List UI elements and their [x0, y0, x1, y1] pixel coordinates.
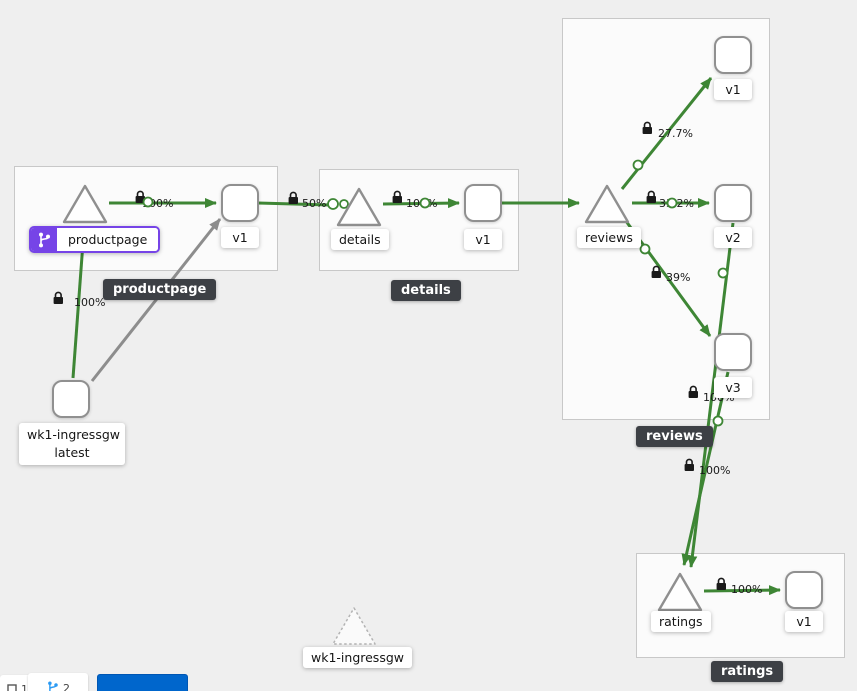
node-sublabel-text: latest — [54, 445, 90, 461]
app-badge-reviews: reviews — [636, 426, 713, 447]
node-label-reviews-v1[interactable]: v1 — [714, 79, 752, 100]
node-label-details-v1[interactable]: v1 — [464, 229, 502, 250]
node-label-ingressgw-idle[interactable]: wk1-ingressgw — [303, 647, 412, 668]
service-node-details[interactable] — [335, 185, 383, 229]
toolbar-count-text: 2 — [63, 681, 70, 691]
node-label-productpage-v1[interactable]: v1 — [221, 227, 259, 248]
versioned-app-icon — [48, 681, 58, 691]
edge-label: 100% — [699, 464, 730, 477]
service-node-ratings[interactable] — [656, 570, 704, 614]
legend-button[interactable] — [97, 674, 188, 691]
mtls-lock-icon — [288, 191, 298, 204]
node-label-details[interactable]: details — [331, 229, 389, 250]
virtual-service-icon — [31, 228, 57, 251]
service-node-ingressgw-idle[interactable] — [330, 604, 378, 648]
toolbar-count-text: 1 — [21, 682, 28, 691]
workload-node-ingressgw[interactable] — [52, 380, 90, 418]
node-label-ratings[interactable]: ratings — [651, 611, 711, 632]
node-label-productpage-selected[interactable]: productpage — [29, 226, 161, 253]
apps-count-icon — [7, 684, 17, 691]
app-badge-ratings: ratings — [711, 661, 784, 682]
node-label-ingressgw[interactable]: wk1-ingressgw latest — [19, 423, 125, 466]
app-badge-details: details — [391, 280, 461, 301]
edge-label: 100% — [74, 296, 105, 309]
node-label-reviews-v3[interactable]: v3 — [714, 377, 752, 398]
mtls-lock-icon — [684, 458, 694, 471]
toolbar-count-apps: 1 — [0, 675, 35, 691]
toolbar-count-versions: 2 — [28, 673, 88, 691]
service-node-reviews[interactable] — [583, 182, 631, 226]
workload-node-details-v1[interactable] — [464, 184, 502, 222]
app-badge-productpage: productpage — [103, 279, 217, 300]
workload-node-ratings-v1[interactable] — [785, 571, 823, 609]
node-label-text: wk1-ingressgw — [27, 427, 120, 442]
mtls-lock-icon — [53, 291, 63, 304]
workload-node-reviews-v3[interactable] — [714, 333, 752, 371]
workload-node-productpage-v1[interactable] — [221, 184, 259, 222]
service-node-productpage[interactable] — [61, 182, 109, 226]
node-label-ratings-v1[interactable]: v1 — [785, 611, 823, 632]
node-label-text: productpage — [57, 228, 159, 251]
workload-node-reviews-v2[interactable] — [714, 184, 752, 222]
workload-node-reviews-v1[interactable] — [714, 36, 752, 74]
node-label-reviews[interactable]: reviews — [577, 227, 641, 248]
node-label-reviews-v2[interactable]: v2 — [714, 227, 752, 248]
